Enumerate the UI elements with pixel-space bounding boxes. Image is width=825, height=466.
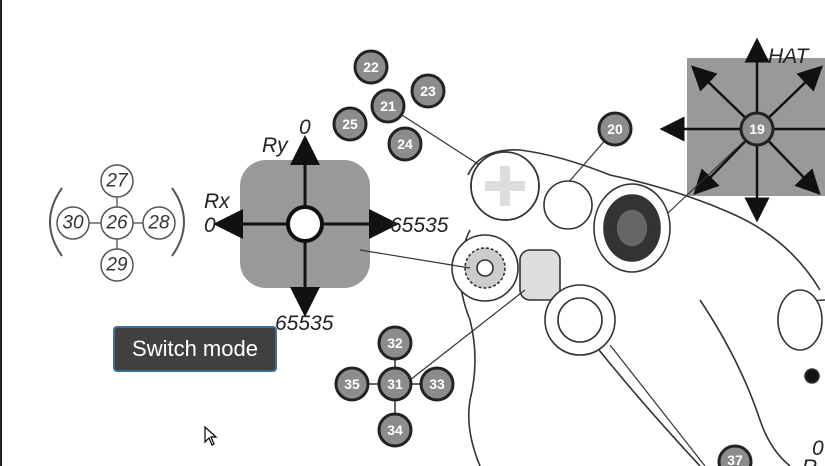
mouse-cursor-icon [204, 426, 218, 446]
svg-text:35: 35 [344, 376, 360, 392]
button-23[interactable]: 23 [410, 73, 446, 109]
hat-label: HAT [768, 45, 811, 68]
ry-max-label: 65535 [275, 312, 334, 335]
svg-text:29: 29 [105, 255, 128, 276]
button-20[interactable]: 20 [597, 111, 633, 147]
joystick-grip-illustration [451, 149, 825, 466]
hat-panel: HAT 19 [649, 37, 825, 231]
svg-text:25: 25 [342, 116, 358, 132]
rx-max-label: 65535 [390, 214, 449, 237]
top-hat-group: 22 23 21 25 24 [332, 49, 485, 169]
svg-text:37: 37 [727, 452, 743, 466]
button-24[interactable]: 24 [387, 126, 423, 162]
svg-text:26: 26 [105, 213, 128, 234]
bottom-hat-group: 32 35 31 33 34 [334, 325, 455, 448]
button-30[interactable]: 30 [56, 206, 90, 240]
svg-text:20: 20 [607, 121, 623, 137]
right-edge-letter-label: R [802, 456, 817, 466]
button-32[interactable]: 32 [377, 325, 413, 361]
rx-ry-axis-panel: Ry 0 Rx 0 65535 65535 [204, 116, 449, 335]
svg-text:27: 27 [105, 171, 129, 192]
window-edge [0, 0, 2, 466]
svg-text:21: 21 [380, 98, 396, 114]
ry-min-label: 0 [299, 116, 311, 139]
button-35[interactable]: 35 [334, 366, 370, 402]
svg-text:33: 33 [429, 376, 445, 392]
svg-text:30: 30 [62, 213, 84, 234]
svg-text:23: 23 [420, 83, 436, 99]
rx-axis-label: Rx [204, 190, 231, 213]
svg-text:34: 34 [387, 422, 403, 438]
svg-text:24: 24 [397, 136, 413, 152]
ry-axis-label: Ry [262, 134, 289, 157]
right-edge-zero-label: 0 [812, 437, 824, 460]
button-34[interactable]: 34 [377, 412, 413, 448]
button-27[interactable]: 27 [100, 164, 134, 198]
left-hat-group: 27 30 26 28 29 [49, 164, 185, 282]
svg-text:31: 31 [387, 376, 403, 392]
button-25[interactable]: 25 [332, 106, 368, 142]
button-19[interactable]: 19 [739, 111, 775, 147]
button-21[interactable]: 21 [370, 88, 406, 124]
button-28[interactable]: 28 [142, 206, 176, 240]
svg-text:19: 19 [749, 121, 765, 137]
button-37[interactable]: 37 [717, 444, 753, 466]
stick-center-icon [286, 205, 324, 243]
button-22[interactable]: 22 [353, 49, 389, 85]
rx-min-label: 0 [204, 214, 216, 237]
button-26[interactable]: 26 [100, 206, 134, 240]
button-29[interactable]: 29 [100, 248, 134, 282]
svg-text:28: 28 [147, 213, 170, 234]
button-31[interactable]: 31 [377, 366, 413, 402]
svg-text:32: 32 [387, 335, 403, 351]
button-33[interactable]: 33 [419, 366, 455, 402]
svg-text:22: 22 [363, 59, 379, 75]
switch-mode-button[interactable]: Switch mode [113, 326, 277, 372]
